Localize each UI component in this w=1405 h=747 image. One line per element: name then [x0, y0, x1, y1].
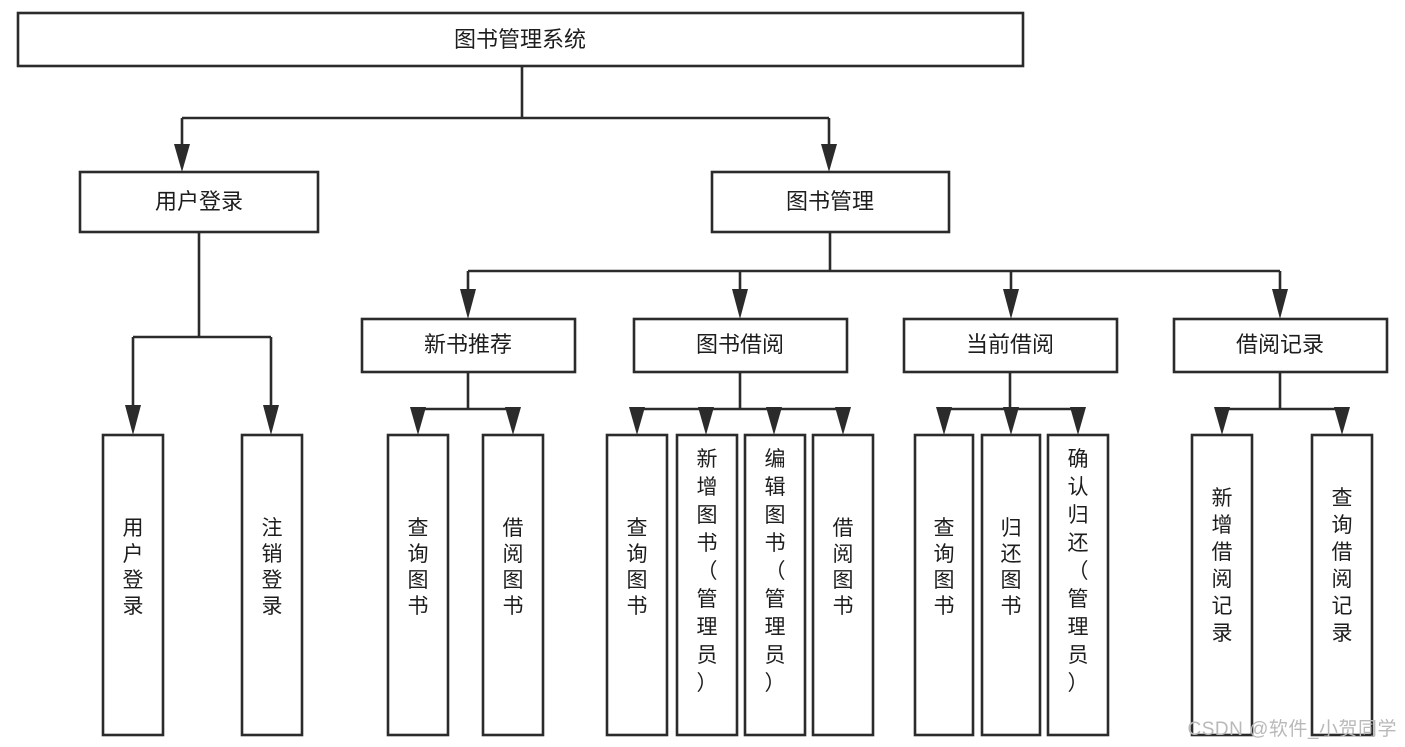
node-book-borrow-label: 图书借阅 — [696, 332, 784, 357]
arrow-to-leaf-confirm-return — [1070, 407, 1086, 435]
leaf-node-query-record[interactable]: 查询借阅记录 — [1310, 433, 1374, 737]
node-borrow-records-label: 借阅记录 — [1236, 332, 1324, 357]
leaf-query-record-label: 查询借阅记录 — [1332, 487, 1353, 645]
node-current-borrow-label: 当前借阅 — [966, 332, 1054, 357]
node-current-borrow[interactable]: 当前借阅 — [902, 317, 1119, 374]
leaf-logout-box — [240, 433, 304, 737]
leaf-query-book-3-label: 查询图书 — [934, 517, 955, 618]
leaf-add-book-label: 新增图书（管理员） — [697, 448, 718, 695]
node-root-box — [16, 11, 1025, 68]
arrow-to-current-borrow — [1003, 289, 1019, 319]
node-root[interactable]: 图书管理系统 — [16, 11, 1025, 68]
node-root-label: 图书管理系统 — [454, 27, 586, 52]
node-book-borrow-box — [632, 317, 849, 374]
leaf-node-logout[interactable]: 注销登录 — [240, 433, 304, 737]
arrow-to-borrow-records — [1272, 289, 1288, 319]
leaf-confirm-return-label: 确认归还（管理员） — [1068, 448, 1089, 695]
leaf-edit-book-box — [743, 433, 807, 737]
leaf-node-borrow-book-2[interactable]: 借阅图书 — [811, 433, 875, 737]
arrow-to-leaf-edit-book — [766, 407, 782, 435]
arrow-to-leaf-borrow-book-1 — [505, 407, 521, 435]
node-book-borrow[interactable]: 图书借阅 — [632, 317, 849, 374]
leaf-query-book-2-box — [605, 433, 669, 737]
arrow-to-leaf-query-book-1 — [410, 407, 426, 435]
leaf-borrow-book-2-box — [811, 433, 875, 737]
arrow-to-leaf-user-login — [125, 405, 141, 435]
leaf-node-query-book-3[interactable]: 查询图书 — [913, 433, 975, 737]
leaf-user-login-box — [101, 433, 165, 737]
arrow-to-book-mgmt — [821, 144, 837, 172]
leaf-user-login-label: 用户登录 — [123, 517, 144, 618]
leaf-node-confirm-return[interactable]: 确认归还（管理员） — [1046, 433, 1110, 737]
arrow-to-leaf-query-book-2 — [629, 407, 645, 435]
node-new-book-recommend[interactable]: 新书推荐 — [360, 317, 577, 374]
leaf-query-book-2-label: 查询图书 — [627, 517, 648, 618]
leaf-add-book-box — [675, 433, 739, 737]
leaf-node-add-record[interactable]: 新增借阅记录 — [1190, 433, 1254, 737]
arrow-to-leaf-logout — [263, 405, 279, 435]
leaf-node-edit-book[interactable]: 编辑图书（管理员） — [743, 433, 807, 737]
leaf-query-book-3-box — [913, 433, 975, 737]
arrow-to-leaf-add-record — [1214, 407, 1230, 435]
leaf-add-record-label: 新增借阅记录 — [1212, 487, 1233, 645]
leaf-logout-label: 注销登录 — [262, 517, 283, 618]
leaf-node-borrow-book-1[interactable]: 借阅图书 — [481, 433, 545, 737]
leaf-node-add-book[interactable]: 新增图书（管理员） — [675, 433, 739, 737]
leaf-query-record-box — [1310, 433, 1374, 737]
leaf-node-query-book-1[interactable]: 查询图书 — [386, 433, 450, 737]
csdn-watermark: CSDN @软件_小贺同学 — [1187, 719, 1397, 740]
arrow-to-leaf-add-book — [698, 407, 714, 435]
leaf-node-return-book[interactable]: 归还图书 — [980, 433, 1042, 737]
leaf-edit-book-label: 编辑图书（管理员） — [765, 448, 786, 695]
node-borrow-records[interactable]: 借阅记录 — [1172, 317, 1389, 374]
leaf-node-user-login[interactable]: 用户登录 — [101, 433, 165, 737]
node-book-management[interactable]: 图书管理 — [710, 170, 951, 234]
node-book-management-label: 图书管理 — [786, 189, 874, 214]
leaf-return-book-label: 归还图书 — [1001, 517, 1022, 618]
leaf-borrow-book-2-label: 借阅图书 — [833, 517, 854, 618]
arrow-to-leaf-query-book-3 — [936, 407, 952, 435]
leaf-query-book-1-box — [386, 433, 450, 737]
node-user-login-label: 用户登录 — [155, 189, 243, 214]
node-user-login[interactable]: 用户登录 — [78, 170, 320, 234]
leaf-query-book-1-label: 查询图书 — [408, 517, 429, 618]
arrow-to-new-book-rec — [460, 289, 476, 319]
arrow-to-leaf-borrow-book-2 — [835, 407, 851, 435]
leaf-borrow-book-1-label: 借阅图书 — [503, 517, 524, 618]
leaf-confirm-return-box — [1046, 433, 1110, 737]
arrow-to-leaf-query-record — [1334, 407, 1350, 435]
node-book-management-box — [710, 170, 951, 234]
leaf-return-book-box — [980, 433, 1042, 737]
leaf-add-record-box — [1190, 433, 1254, 737]
leaf-borrow-book-1-box — [481, 433, 545, 737]
arrow-to-user-login — [174, 144, 190, 172]
node-new-book-recommend-box — [360, 317, 577, 374]
arrow-to-book-borrow — [732, 289, 748, 319]
node-new-book-recommend-label: 新书推荐 — [424, 332, 512, 357]
arrow-to-leaf-return-book — [1003, 407, 1019, 435]
node-current-borrow-box — [902, 317, 1119, 374]
leaf-node-query-book-2[interactable]: 查询图书 — [605, 433, 669, 737]
node-borrow-records-box — [1172, 317, 1389, 374]
